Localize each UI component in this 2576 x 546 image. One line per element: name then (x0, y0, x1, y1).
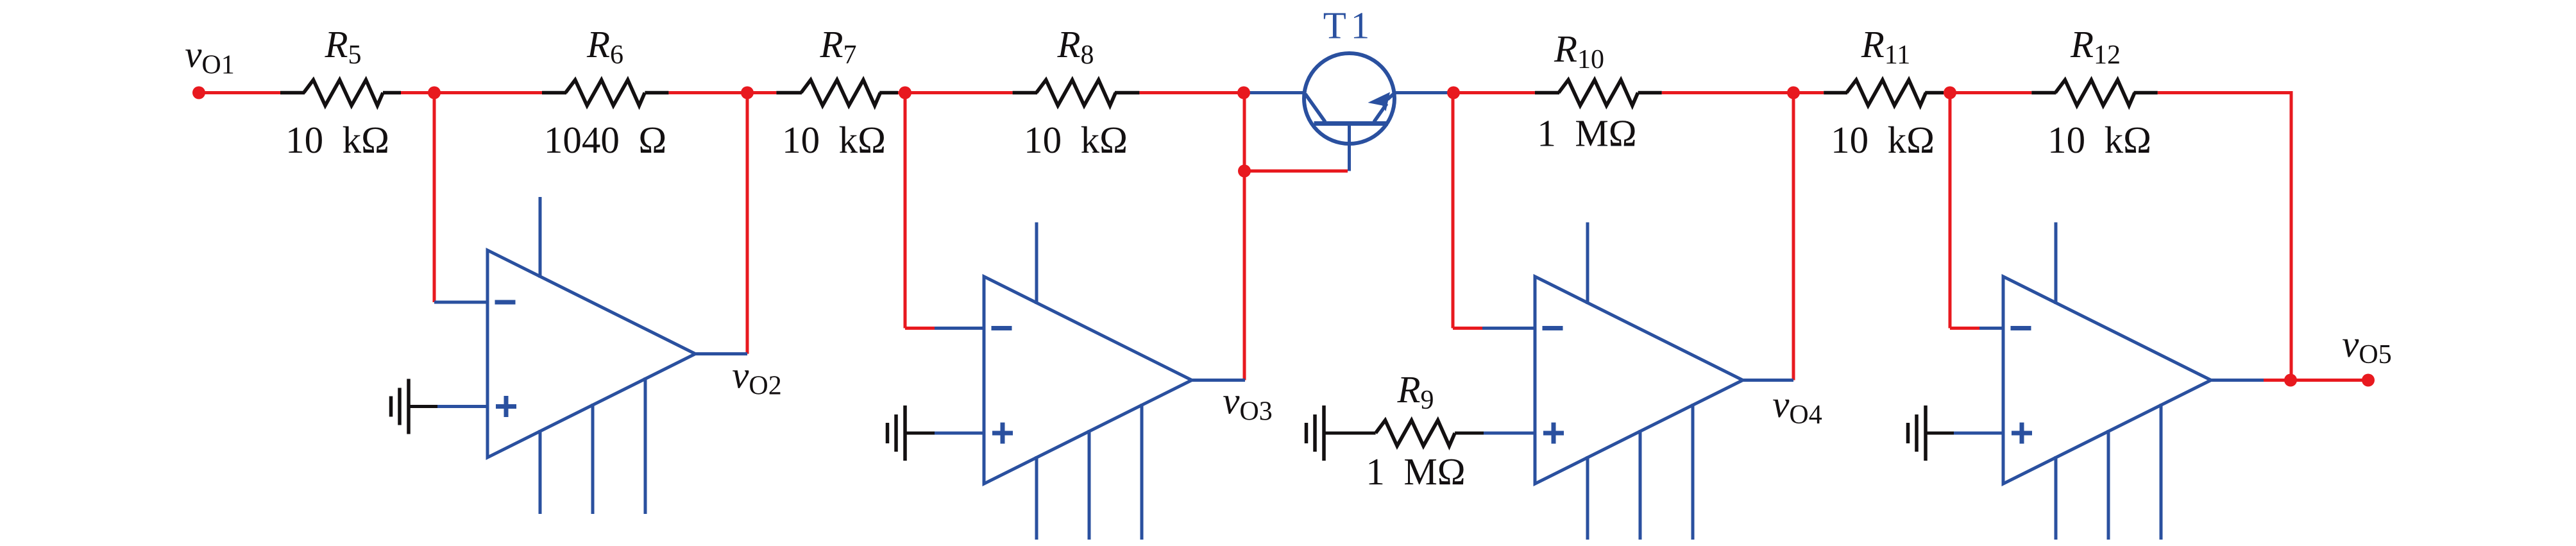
svg-text:1 MΩ: 1 MΩ (1366, 450, 1465, 493)
svg-text:1 MΩ: 1 MΩ (1537, 112, 1636, 155)
svg-text:10 kΩ: 10 kΩ (1024, 119, 1128, 161)
svg-text:T1: T1 (1323, 4, 1375, 47)
svg-text:R9: R9 (1396, 368, 1434, 415)
svg-text:10 kΩ: 10 kΩ (1831, 119, 1935, 161)
svg-text:1040 Ω: 1040 Ω (544, 119, 666, 161)
svg-text:10 kΩ: 10 kΩ (285, 119, 389, 161)
svg-text:R10: R10 (1554, 28, 1604, 74)
svg-text:10 kΩ: 10 kΩ (782, 119, 886, 161)
svg-text:10 kΩ: 10 kΩ (2047, 119, 2151, 161)
